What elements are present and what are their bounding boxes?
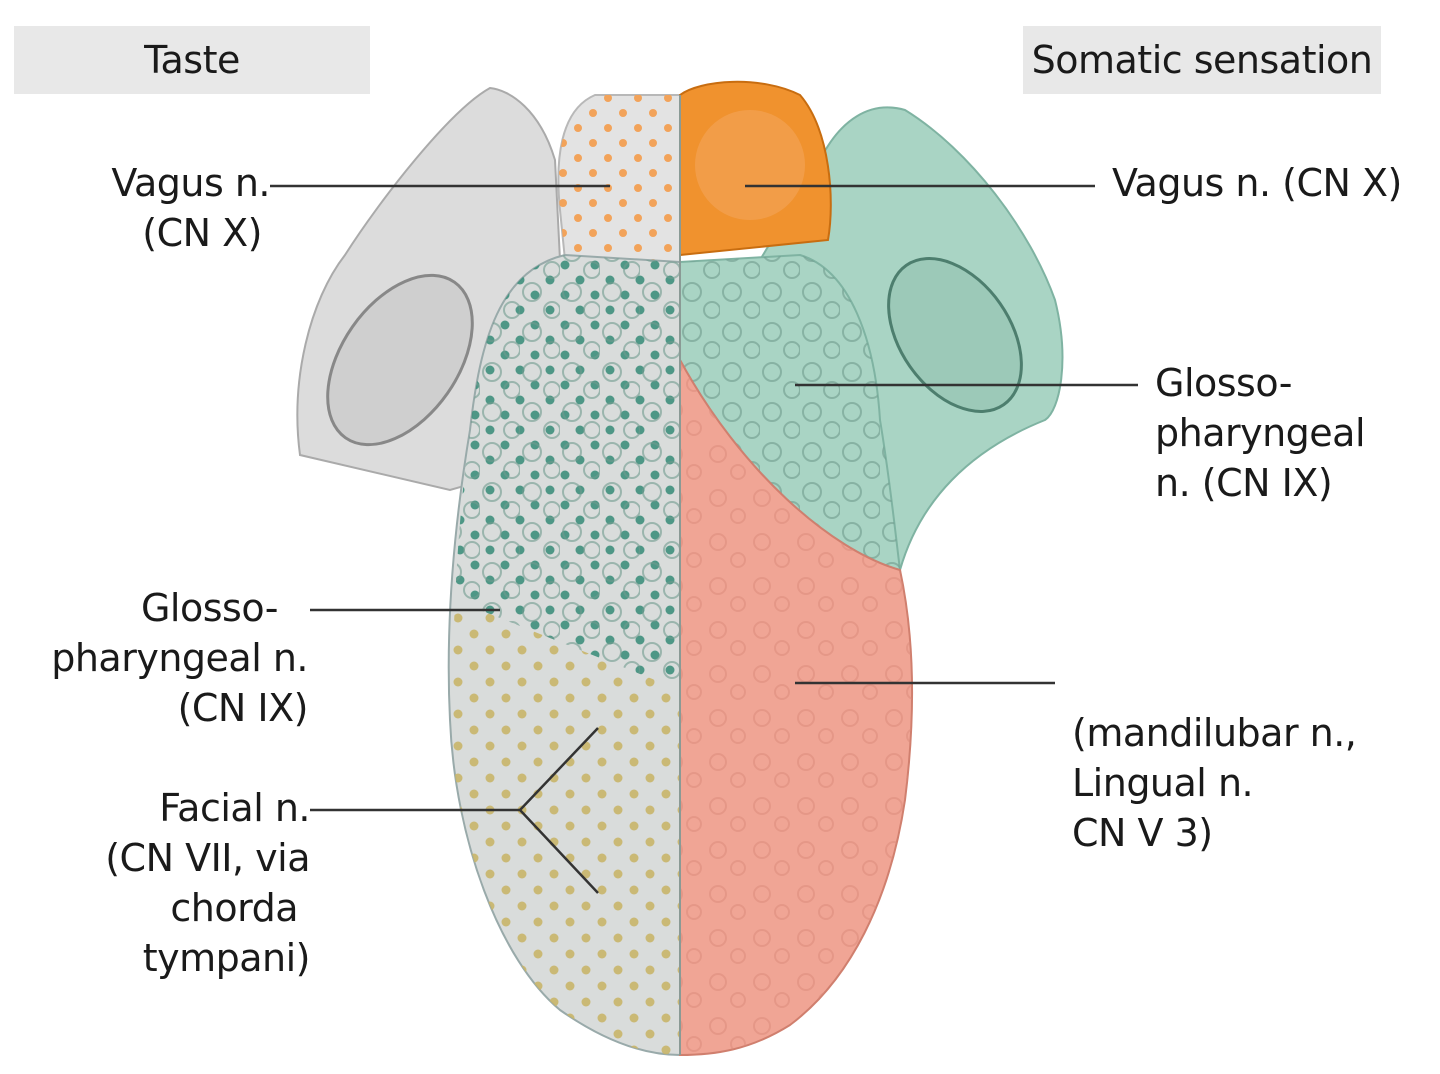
label-line: n. (CN IX) — [1155, 461, 1333, 505]
label-line: Glosso- — [1155, 361, 1293, 405]
label-somatic-glossopharyngeal: Glosso- pharyngeal n. (CN IX) — [1155, 358, 1366, 508]
leader-taste-facial-down — [519, 809, 599, 894]
label-line: Vagus n. — [111, 161, 270, 205]
label-line: pharyngeal — [1155, 411, 1366, 455]
label-line: (CN VII, via — [105, 836, 310, 880]
label-line: (CN X) — [142, 211, 262, 255]
leader-taste-facial-up — [519, 727, 599, 811]
somatic-sensation-header: Somatic sensation — [1023, 26, 1381, 94]
label-line: Lingual n. — [1072, 761, 1254, 805]
label-taste-facial: Facial n. (CN VII, via chorda tympani) — [60, 783, 310, 983]
label-line: (mandilubar n., — [1072, 711, 1357, 755]
label-line: pharyngeal n. — [51, 636, 308, 680]
label-line: chorda — [170, 886, 298, 930]
label-line: Glosso- — [140, 586, 279, 630]
right-palatine-tonsil — [887, 257, 1023, 413]
label-line: Vagus n. (CN X) — [1112, 161, 1402, 205]
taste-header: Taste — [14, 26, 370, 94]
label-line: Facial n. — [159, 786, 310, 830]
label-line: CN V 3) — [1072, 811, 1213, 855]
label-somatic-mandibular: (mandilubar n., Lingual n. CN V 3) — [1072, 708, 1357, 858]
somatic-header-text: Somatic sensation — [1031, 38, 1373, 82]
label-somatic-vagus: Vagus n. (CN X) — [1112, 158, 1402, 208]
leader-lines — [270, 184, 1138, 894]
label-line: tympani) — [142, 936, 311, 980]
taste-header-text: Taste — [144, 38, 240, 82]
label-line: (CN IX) — [177, 686, 309, 730]
left-palatine-tonsil — [326, 273, 474, 447]
label-taste-glossopharyngeal: Glosso- pharyngeal n. (CN IX) — [40, 583, 308, 733]
label-taste-vagus: Vagus n. (CN X) — [60, 158, 270, 258]
